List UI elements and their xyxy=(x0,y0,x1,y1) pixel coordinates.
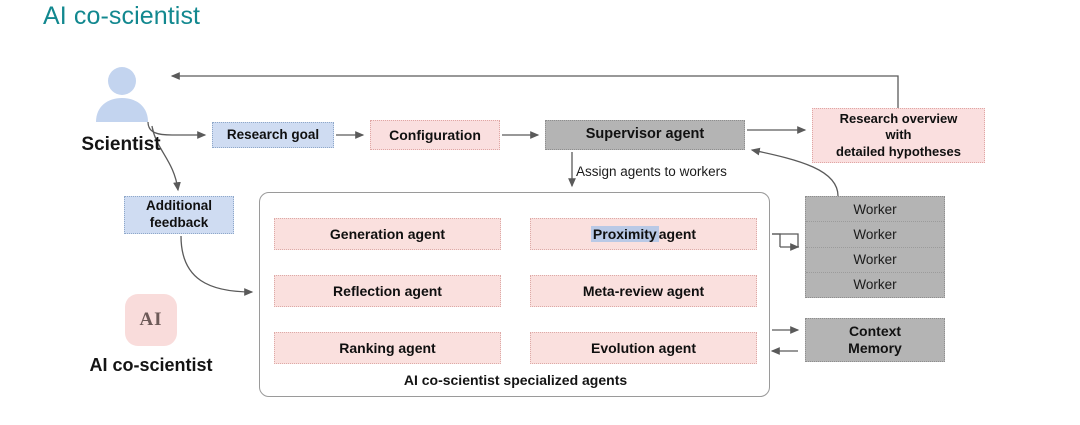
agents-panel-caption: AI co-scientist specialized agents xyxy=(403,372,628,388)
assign-agents-label: Assign agents to workers xyxy=(576,164,727,179)
ranking-agent-box[interactable]: Ranking agent xyxy=(274,332,501,364)
worker-row[interactable]: Worker xyxy=(806,197,944,223)
worker-row[interactable]: Worker xyxy=(806,222,944,248)
evolution-agent-box[interactable]: Evolution agent xyxy=(530,332,757,364)
person-icon xyxy=(92,64,152,124)
research-overview-line-2: with xyxy=(885,127,912,143)
agent-row: Reflection agent Meta-review agent xyxy=(274,275,757,307)
worker-row[interactable]: Worker xyxy=(853,277,897,293)
wire-agents-to-worker-seg xyxy=(772,233,799,248)
context-memory-line-2: Memory xyxy=(848,340,902,356)
generation-agent-box[interactable]: Generation agent xyxy=(274,218,501,250)
agent-row: Ranking agent Evolution agent xyxy=(274,332,757,364)
specialized-agents-panel: Generation agent Proximity agent Reflect… xyxy=(259,192,770,397)
wire-riser-worker xyxy=(772,233,781,247)
worker-row[interactable]: Worker xyxy=(806,248,944,273)
agent-row: Generation agent Proximity agent xyxy=(274,218,757,250)
meta-review-agent-box[interactable]: Meta-review agent xyxy=(530,275,757,307)
supervisor-agent-box[interactable]: Supervisor agent xyxy=(545,120,745,150)
page-title: AI co-scientist xyxy=(43,2,201,30)
context-memory-box[interactable]: Context Memory xyxy=(805,318,945,362)
configuration-box[interactable]: Configuration xyxy=(370,120,500,150)
research-overview-box[interactable]: Research overview with detailed hypothes… xyxy=(812,108,985,163)
reflection-agent-box[interactable]: Reflection agent xyxy=(274,275,501,307)
additional-feedback-line-2: feedback xyxy=(149,215,209,230)
additional-feedback-line-1: Additional xyxy=(146,198,212,214)
ai-logo-icon: AI xyxy=(125,294,177,346)
scientist-label: Scientist xyxy=(81,134,161,155)
research-overview-line-1: Research overview xyxy=(839,111,958,127)
proximity-agent-suffix: agent xyxy=(658,226,697,242)
proximity-agent-box[interactable]: Proximity agent xyxy=(530,218,757,250)
additional-feedback-box[interactable]: Additional feedback xyxy=(124,196,234,234)
wire-feedback-to-reflection xyxy=(180,235,254,296)
proximity-highlight: Proximity xyxy=(590,226,659,242)
ai-co-scientist-label: AI co-scientist xyxy=(89,355,213,375)
worker-stack: Worker Worker Worker Worker xyxy=(805,196,945,298)
context-memory-line-1: Context xyxy=(848,323,902,340)
research-overview-line-3: detailed hypotheses xyxy=(836,143,961,159)
wire-overview-to-scientist xyxy=(170,72,899,108)
research-goal-box[interactable]: Research goal xyxy=(212,122,334,148)
